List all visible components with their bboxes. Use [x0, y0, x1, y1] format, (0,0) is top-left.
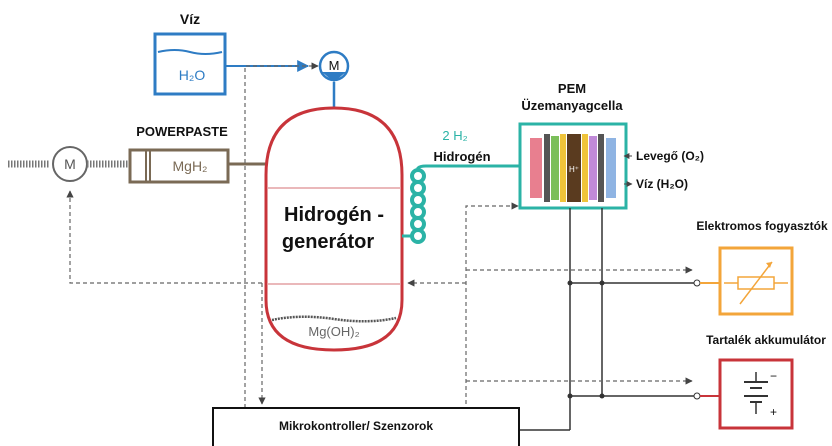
battery-minus: − — [770, 369, 777, 383]
microcontroller-box: Mikrokontroller/ Szenzorok — [212, 407, 520, 446]
junction-dot — [599, 393, 605, 399]
powerpaste-cartridge: M POWERPASTE MgH₂ — [8, 124, 320, 184]
hydrogen-formula: 2 H₂ — [442, 128, 467, 143]
powerpaste-content: MgH₂ — [173, 158, 208, 174]
backup-battery: − + Tartalék akkumulátor — [706, 333, 826, 430]
hydrogen-label: Hidrogén — [433, 149, 490, 164]
water-tank-label: Víz — [180, 11, 200, 27]
pem-fuel-cell: H⁺ PEM Üzemanyagcella — [518, 81, 628, 210]
controller-label: Mikrokontroller/ Szenzorok — [279, 419, 433, 433]
switch-terminal — [693, 279, 701, 287]
fuel-cell-title-line2: Üzemanyagcella — [521, 98, 623, 113]
fuel-cell-title-line1: PEM — [558, 81, 586, 96]
junction-dot — [599, 280, 605, 286]
paste-motor-symbol: M — [64, 156, 76, 172]
membrane-label: H⁺ — [569, 165, 579, 174]
powerpaste-label: POWERPASTE — [136, 124, 228, 139]
switch-terminal — [693, 392, 701, 400]
hydrogen-generator: Hidrogén - generátor Mg(OH)₂ — [264, 106, 404, 352]
consumers-label: Elektromos fogyasztók — [696, 219, 828, 233]
generator-residue: Mg(OH)₂ — [308, 324, 359, 339]
junction-dot — [567, 393, 573, 399]
control-signals — [66, 62, 693, 408]
junction-dot — [567, 280, 573, 286]
battery-label: Tartalék akkumulátor — [706, 333, 826, 347]
generator-title-line2: generátor — [282, 231, 374, 253]
water-output-label: Víz (H₂O) — [636, 177, 688, 191]
electrical-consumers: Elektromos fogyasztók — [696, 219, 828, 316]
pump-symbol: M — [329, 58, 340, 73]
water-pump: M — [318, 50, 350, 82]
generator-title-line1: Hidrogén - — [284, 204, 384, 226]
air-input-label: Levegő (O₂) — [636, 149, 704, 163]
power-wiring — [520, 208, 694, 431]
hydrogen-coil — [402, 164, 520, 244]
water-tank-content: H₂O — [179, 67, 206, 83]
battery-plus: + — [770, 405, 777, 419]
water-tank: Víz H₂O — [153, 11, 227, 96]
